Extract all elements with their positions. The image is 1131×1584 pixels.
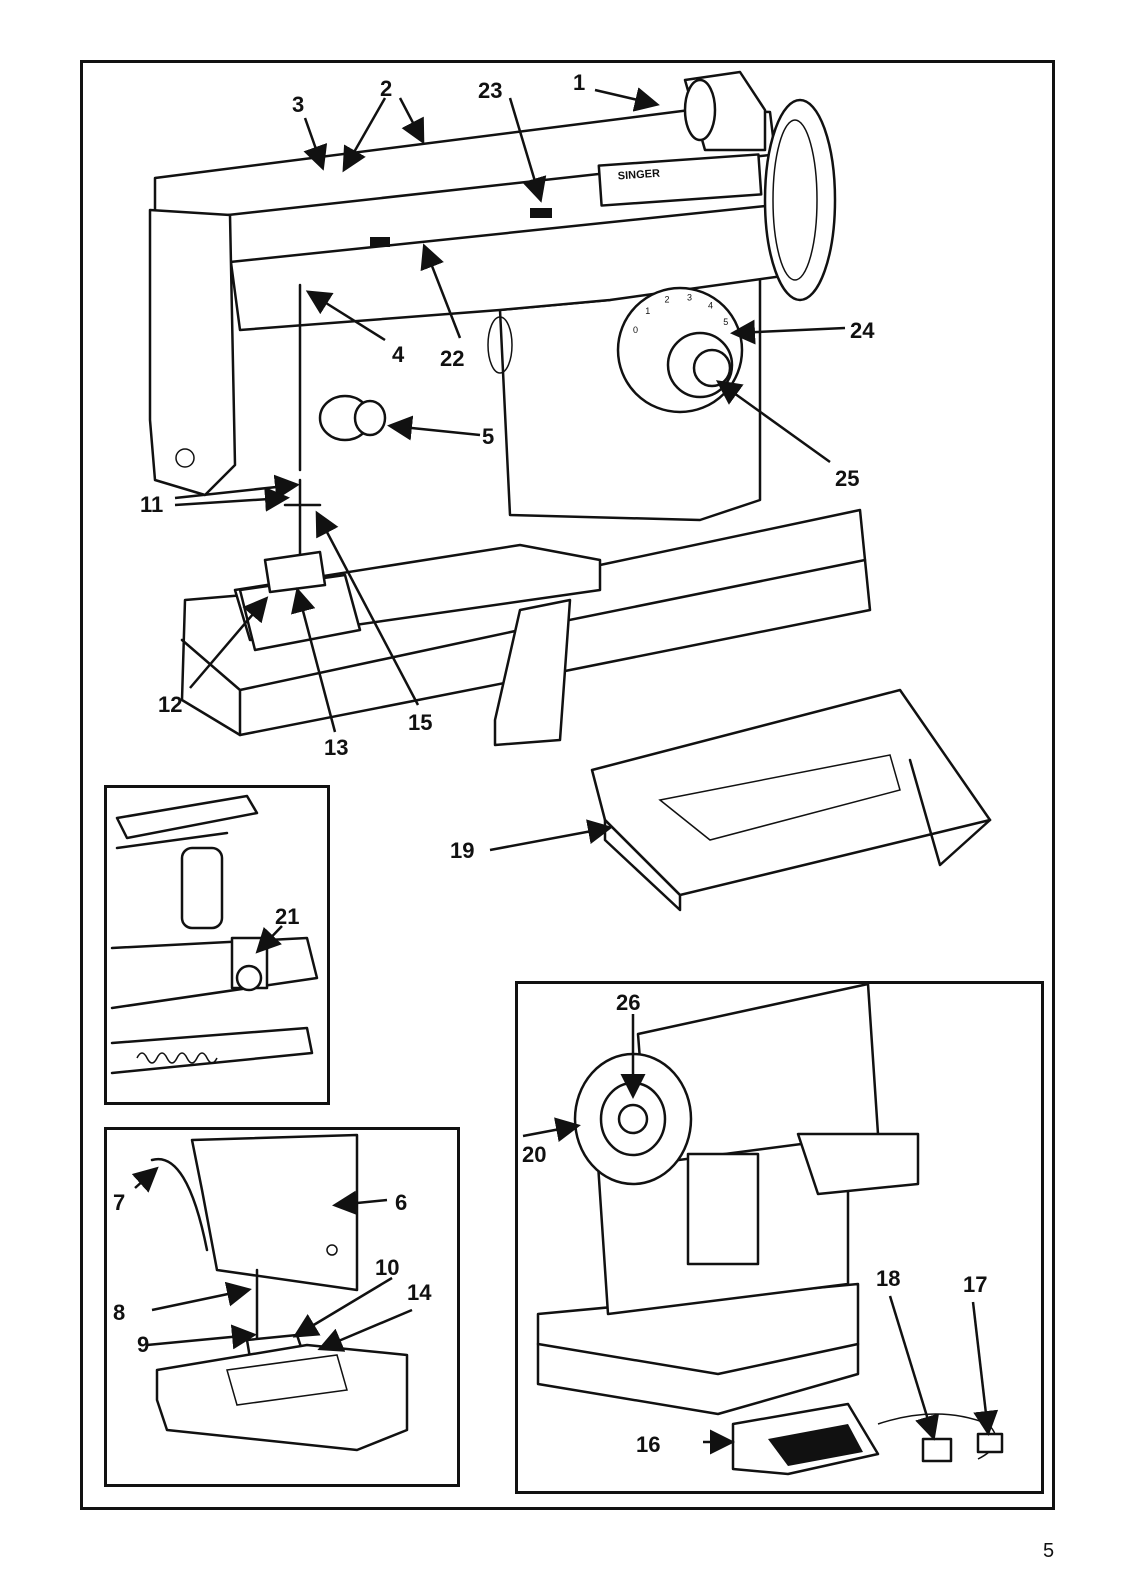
callout-4: 4	[392, 342, 405, 367]
callout-16: 16	[636, 1432, 660, 1457]
extension-table	[590, 688, 992, 912]
callout-21: 21	[275, 904, 299, 929]
dial-number: 2	[665, 294, 670, 304]
callout-23: 23	[478, 78, 502, 103]
callout-15: 15	[408, 710, 432, 735]
callout-26: 26	[616, 990, 640, 1015]
brand-logo: SINGER	[617, 168, 660, 183]
sewing-machine-main	[148, 70, 872, 747]
dial-number: 5	[723, 317, 728, 327]
dial-number: 3	[687, 293, 692, 303]
callout-18: 18	[876, 1266, 900, 1291]
callout-12: 12	[158, 692, 182, 717]
inset-presser-foot: 6 7 8 9 10 14	[104, 1127, 460, 1487]
callout-11: 11	[140, 492, 163, 517]
callout-14: 14	[407, 1280, 432, 1305]
diagram-frame	[80, 60, 1055, 1510]
callout-19: 19	[450, 838, 474, 863]
callout-6: 6	[395, 1190, 407, 1215]
callout-7: 7	[113, 1190, 125, 1215]
dial-number: 4	[708, 301, 713, 311]
callout-1: 1	[573, 70, 585, 95]
callout-24: 24	[850, 318, 875, 343]
dial-number: 1	[645, 306, 650, 316]
callout-2: 2	[380, 76, 392, 101]
callout-10: 10	[375, 1255, 399, 1280]
callout-25: 25	[835, 466, 859, 491]
callout-17: 17	[963, 1272, 987, 1297]
inset-rear-view: 26 20 16 18 17	[515, 981, 1044, 1494]
callout-13: 13	[324, 735, 348, 760]
callout-20: 20	[522, 1142, 546, 1167]
callout-8: 8	[113, 1300, 125, 1325]
page-number: 5	[1043, 1540, 1055, 1562]
callout-3: 3	[292, 92, 304, 117]
dial-number: 0	[633, 325, 638, 335]
callout-22: 22	[440, 346, 464, 371]
inset-bobbin-winder: 21	[104, 785, 330, 1105]
callout-9: 9	[137, 1332, 149, 1357]
callout-5: 5	[482, 424, 494, 449]
